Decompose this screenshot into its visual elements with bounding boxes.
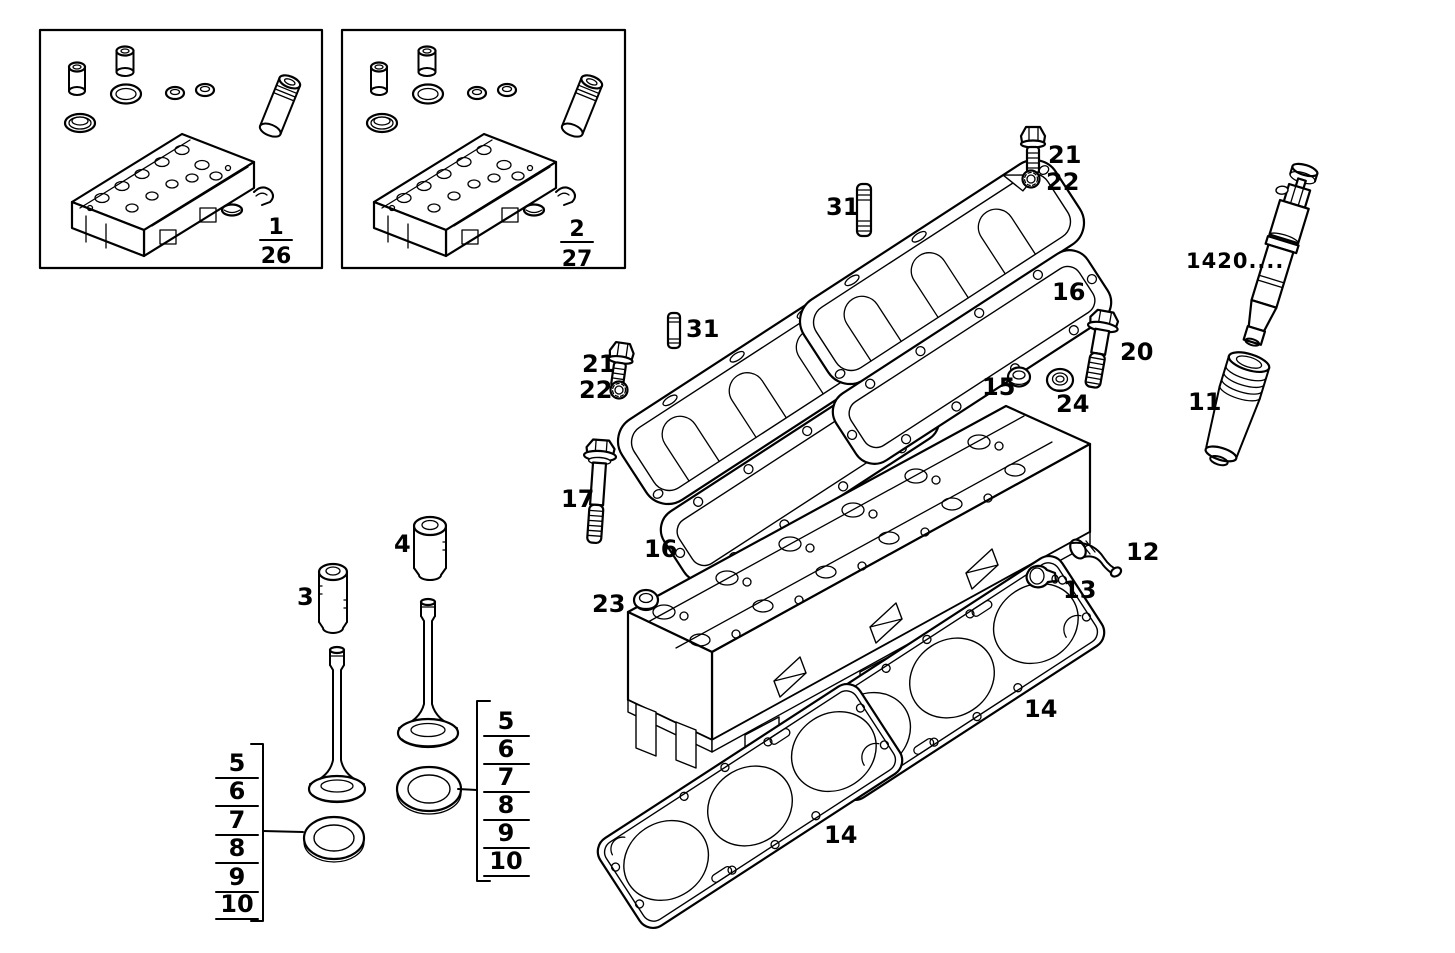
stud-31-top <box>855 182 873 238</box>
head-gasket-lower <box>596 683 904 929</box>
ref-list-left-leader <box>262 830 304 833</box>
callout-12: 12 <box>1126 538 1159 566</box>
panel-2-item-number: 2 <box>569 217 584 242</box>
callout-14-lower: 14 <box>824 821 857 849</box>
panel-1-label: 1 26 <box>259 215 293 269</box>
ref-left-7: 7 <box>229 806 246 834</box>
injector-sleeve <box>1204 351 1271 467</box>
callout-11: 11 <box>1188 388 1221 416</box>
callout-22-left: 22 <box>579 376 612 404</box>
ref-right-6: 6 <box>498 735 515 763</box>
ref-left-6: 6 <box>229 777 246 805</box>
ref-left-5: 5 <box>229 749 246 777</box>
valve-cover-gasket <box>659 249 1113 583</box>
callout-23: 23 <box>592 590 625 618</box>
callout-21-top: 21 <box>1048 141 1081 169</box>
ref-list-right: 5 6 7 8 9 10 <box>457 700 530 882</box>
ref-left-8: 8 <box>229 834 246 862</box>
seal-cup-23 <box>632 588 660 612</box>
callout-24: 24 <box>1056 390 1089 418</box>
ref-right-5: 5 <box>498 707 515 735</box>
panel-1-item-number: 1 <box>268 215 283 240</box>
ref-left-9: 9 <box>229 863 246 891</box>
callout-16-right: 16 <box>1052 278 1085 306</box>
valve-guide-4 <box>412 515 448 581</box>
valve-seal-right <box>395 765 463 815</box>
valve-seal-left <box>302 815 366 863</box>
ref-left-10: 10 <box>220 890 253 918</box>
stud-31-left <box>666 311 682 350</box>
bolt-17 <box>582 438 618 545</box>
ref-list-left-bracket <box>250 743 264 922</box>
washer-22-left <box>609 380 629 400</box>
bolt-21-top <box>1019 125 1047 175</box>
elbow-cap-13 <box>1025 564 1059 589</box>
valve-cover-right <box>798 158 1086 386</box>
callout-21-left: 21 <box>582 350 615 378</box>
valve-left <box>307 645 367 804</box>
bolt-20 <box>1084 308 1120 389</box>
callout-15: 15 <box>982 373 1015 401</box>
cap-15 <box>1006 366 1032 388</box>
callout-17: 17 <box>561 485 594 513</box>
callout-13: 13 <box>1063 576 1096 604</box>
bush-24 <box>1045 367 1075 393</box>
callout-31-left: 31 <box>686 315 719 343</box>
panel-2-label: 2 27 <box>560 217 594 272</box>
bolt-21-left <box>607 340 635 389</box>
inset-panel-1: 1 26 <box>38 28 324 270</box>
callout-31-top: 31 <box>826 193 859 221</box>
callout-4: 4 <box>394 530 411 558</box>
ref-right-10: 10 <box>489 847 522 875</box>
ref-list-right-leader <box>457 788 478 791</box>
panel-1-ref-number: 26 <box>261 244 292 269</box>
injector <box>1242 162 1319 347</box>
ref-right-9: 9 <box>498 819 515 847</box>
callout-16-left: 16 <box>644 535 677 563</box>
elbow-pipe-12 <box>1069 538 1123 578</box>
ref-right-8: 8 <box>498 791 515 819</box>
ref-list-left: 5 6 7 8 9 10 <box>215 743 304 922</box>
callout-3: 3 <box>297 583 314 611</box>
valve-right <box>396 597 460 749</box>
ref-right-7: 7 <box>498 763 515 791</box>
callout-20: 20 <box>1120 338 1153 366</box>
valve-guide-3 <box>317 562 349 634</box>
inset-panel-2: 2 27 <box>340 28 627 272</box>
panel-2-ref-number: 27 <box>562 247 593 272</box>
callout-injector-code: 1420.... <box>1186 249 1284 273</box>
washer-22-top <box>1021 169 1041 189</box>
callout-14-upper: 14 <box>1024 695 1057 723</box>
callout-22-top: 22 <box>1046 168 1079 196</box>
